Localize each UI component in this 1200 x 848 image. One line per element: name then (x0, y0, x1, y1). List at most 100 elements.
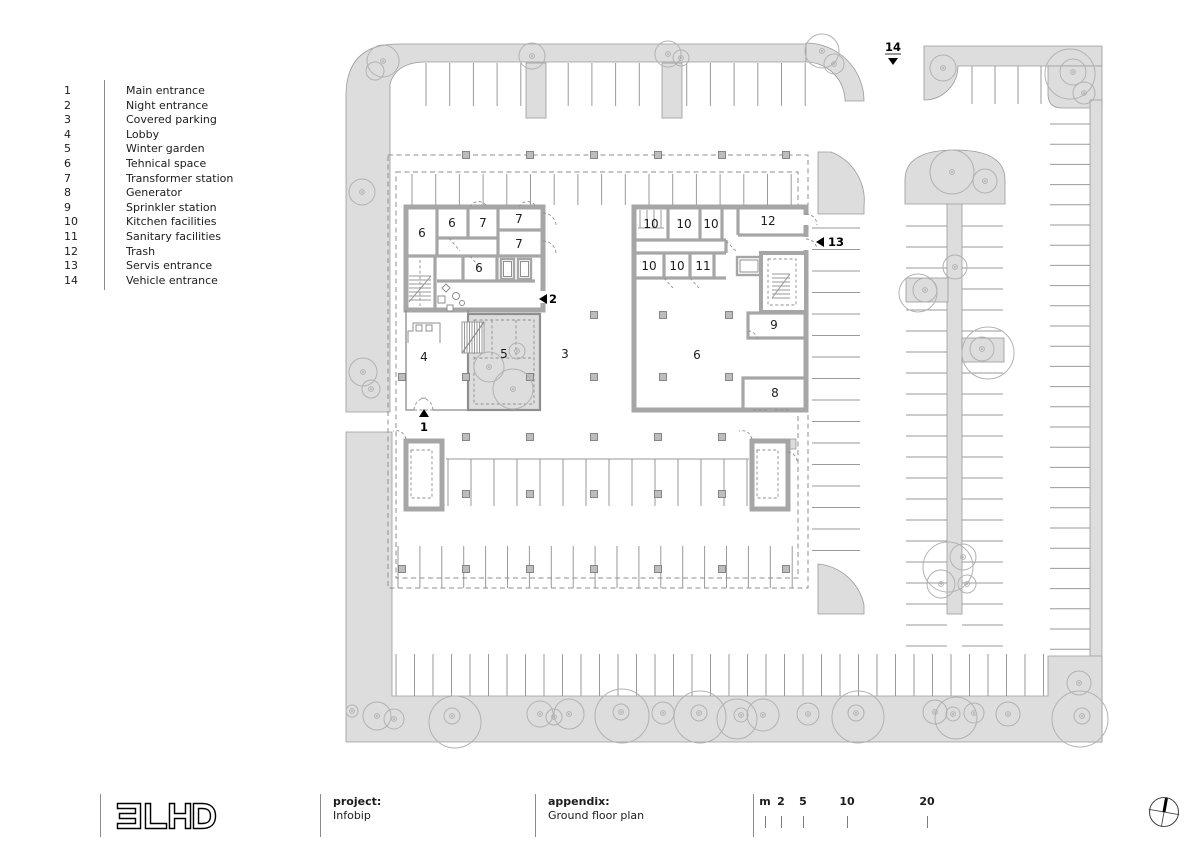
marker-number: 1 (420, 420, 428, 434)
tree-icon (473, 351, 505, 383)
legend-num: 7 (64, 171, 71, 185)
tree-dot (393, 718, 395, 720)
tree-icon (443, 707, 461, 725)
desk-item (425, 324, 433, 332)
legend-num: 14 (64, 273, 78, 287)
tree-icon (961, 326, 1015, 380)
tree-icon (1044, 48, 1096, 100)
scale-label: 20 (919, 795, 935, 808)
tree-icon (545, 708, 563, 726)
tree-icon (922, 699, 948, 725)
tree-icon (361, 379, 381, 399)
tree-icon (594, 688, 650, 744)
tree-trunk (949, 169, 955, 175)
tree-dot (539, 713, 541, 715)
room-label: 5 (500, 347, 508, 361)
tree-icon (945, 706, 961, 722)
project-block: project: Infobip (333, 795, 381, 823)
tree-trunk (514, 348, 520, 354)
stairs-left-building (408, 260, 432, 306)
tree-icon (1073, 707, 1091, 725)
column (526, 151, 534, 159)
legend-num: 1 (64, 84, 71, 97)
legend-item: 14 Vehicle entrance (64, 274, 233, 289)
scale-tick (927, 816, 928, 828)
project-value: Infobip (333, 809, 371, 822)
column (654, 565, 662, 573)
tree-icon (972, 168, 998, 194)
tree-dot (973, 712, 975, 714)
tree-trunk (391, 716, 397, 722)
tree-dot (667, 53, 669, 55)
tree-icon (508, 342, 526, 360)
vehicle-entrance-curve (805, 42, 865, 102)
tree-trunk (738, 712, 744, 718)
tree-trunk (380, 58, 386, 64)
tree-dot (951, 171, 953, 173)
tree-dot (568, 713, 570, 715)
room-label: 6 (475, 261, 483, 275)
tree-trunk (960, 554, 966, 560)
column (782, 565, 790, 573)
column (526, 565, 534, 573)
column (782, 151, 790, 159)
building-columns (659, 311, 733, 381)
tree-icon (922, 541, 974, 593)
column (398, 565, 406, 573)
tree-icon (926, 569, 956, 599)
column (718, 151, 726, 159)
tree-dot (362, 371, 364, 373)
winter-garden-dashed (473, 319, 535, 405)
planting-drop (661, 62, 683, 119)
marker-number: 13 (828, 235, 844, 249)
marker-number: 2 (549, 292, 557, 306)
tree-dot (698, 712, 700, 714)
tree-trunk (952, 264, 958, 270)
servis-entrance-gap (803, 237, 810, 250)
tree-trunk (368, 386, 374, 392)
column (718, 433, 726, 441)
legend-label: Night entrance (126, 98, 209, 112)
tree-dot (531, 55, 533, 57)
column (398, 373, 406, 381)
door-swings (392, 201, 818, 462)
tree-trunk (979, 346, 985, 352)
tree-icon (612, 703, 630, 721)
tree-trunk (374, 713, 380, 719)
tree-dot (370, 388, 372, 390)
elevator-shaft (499, 257, 516, 281)
tree-icon (831, 690, 885, 744)
tree-dot (924, 289, 926, 291)
appendix-block: appendix: Ground floor plan (548, 795, 644, 823)
tree-trunk (971, 710, 977, 716)
marker-triangle-icon (888, 58, 898, 65)
tree-icon (690, 704, 708, 722)
tree-icon (929, 149, 975, 195)
scale-tick (781, 816, 782, 828)
tree-dot (740, 714, 742, 716)
legend-num: 8 (64, 186, 71, 200)
perimeter-road-bottom (345, 431, 1103, 743)
tree-trunk (805, 711, 811, 717)
tree-trunk (938, 581, 944, 587)
legend-label: Vehicle entrance (126, 273, 218, 287)
tree-icon (957, 574, 977, 594)
legend-label: Sprinkler station (126, 200, 217, 214)
tree-icon (733, 707, 749, 723)
tree-trunk (982, 178, 988, 184)
tree-trunk (486, 364, 492, 370)
tree-dot (382, 60, 384, 62)
column (462, 373, 470, 381)
tree-icon (365, 61, 385, 81)
tree-dot (821, 50, 823, 52)
room-label: 7 (479, 216, 487, 230)
tree-dot (962, 556, 964, 558)
tree-dot (376, 715, 378, 717)
room-label: 10 (669, 259, 684, 273)
tree-dot (1081, 715, 1083, 717)
tree-trunk (964, 581, 970, 587)
tree-trunk (529, 53, 535, 59)
